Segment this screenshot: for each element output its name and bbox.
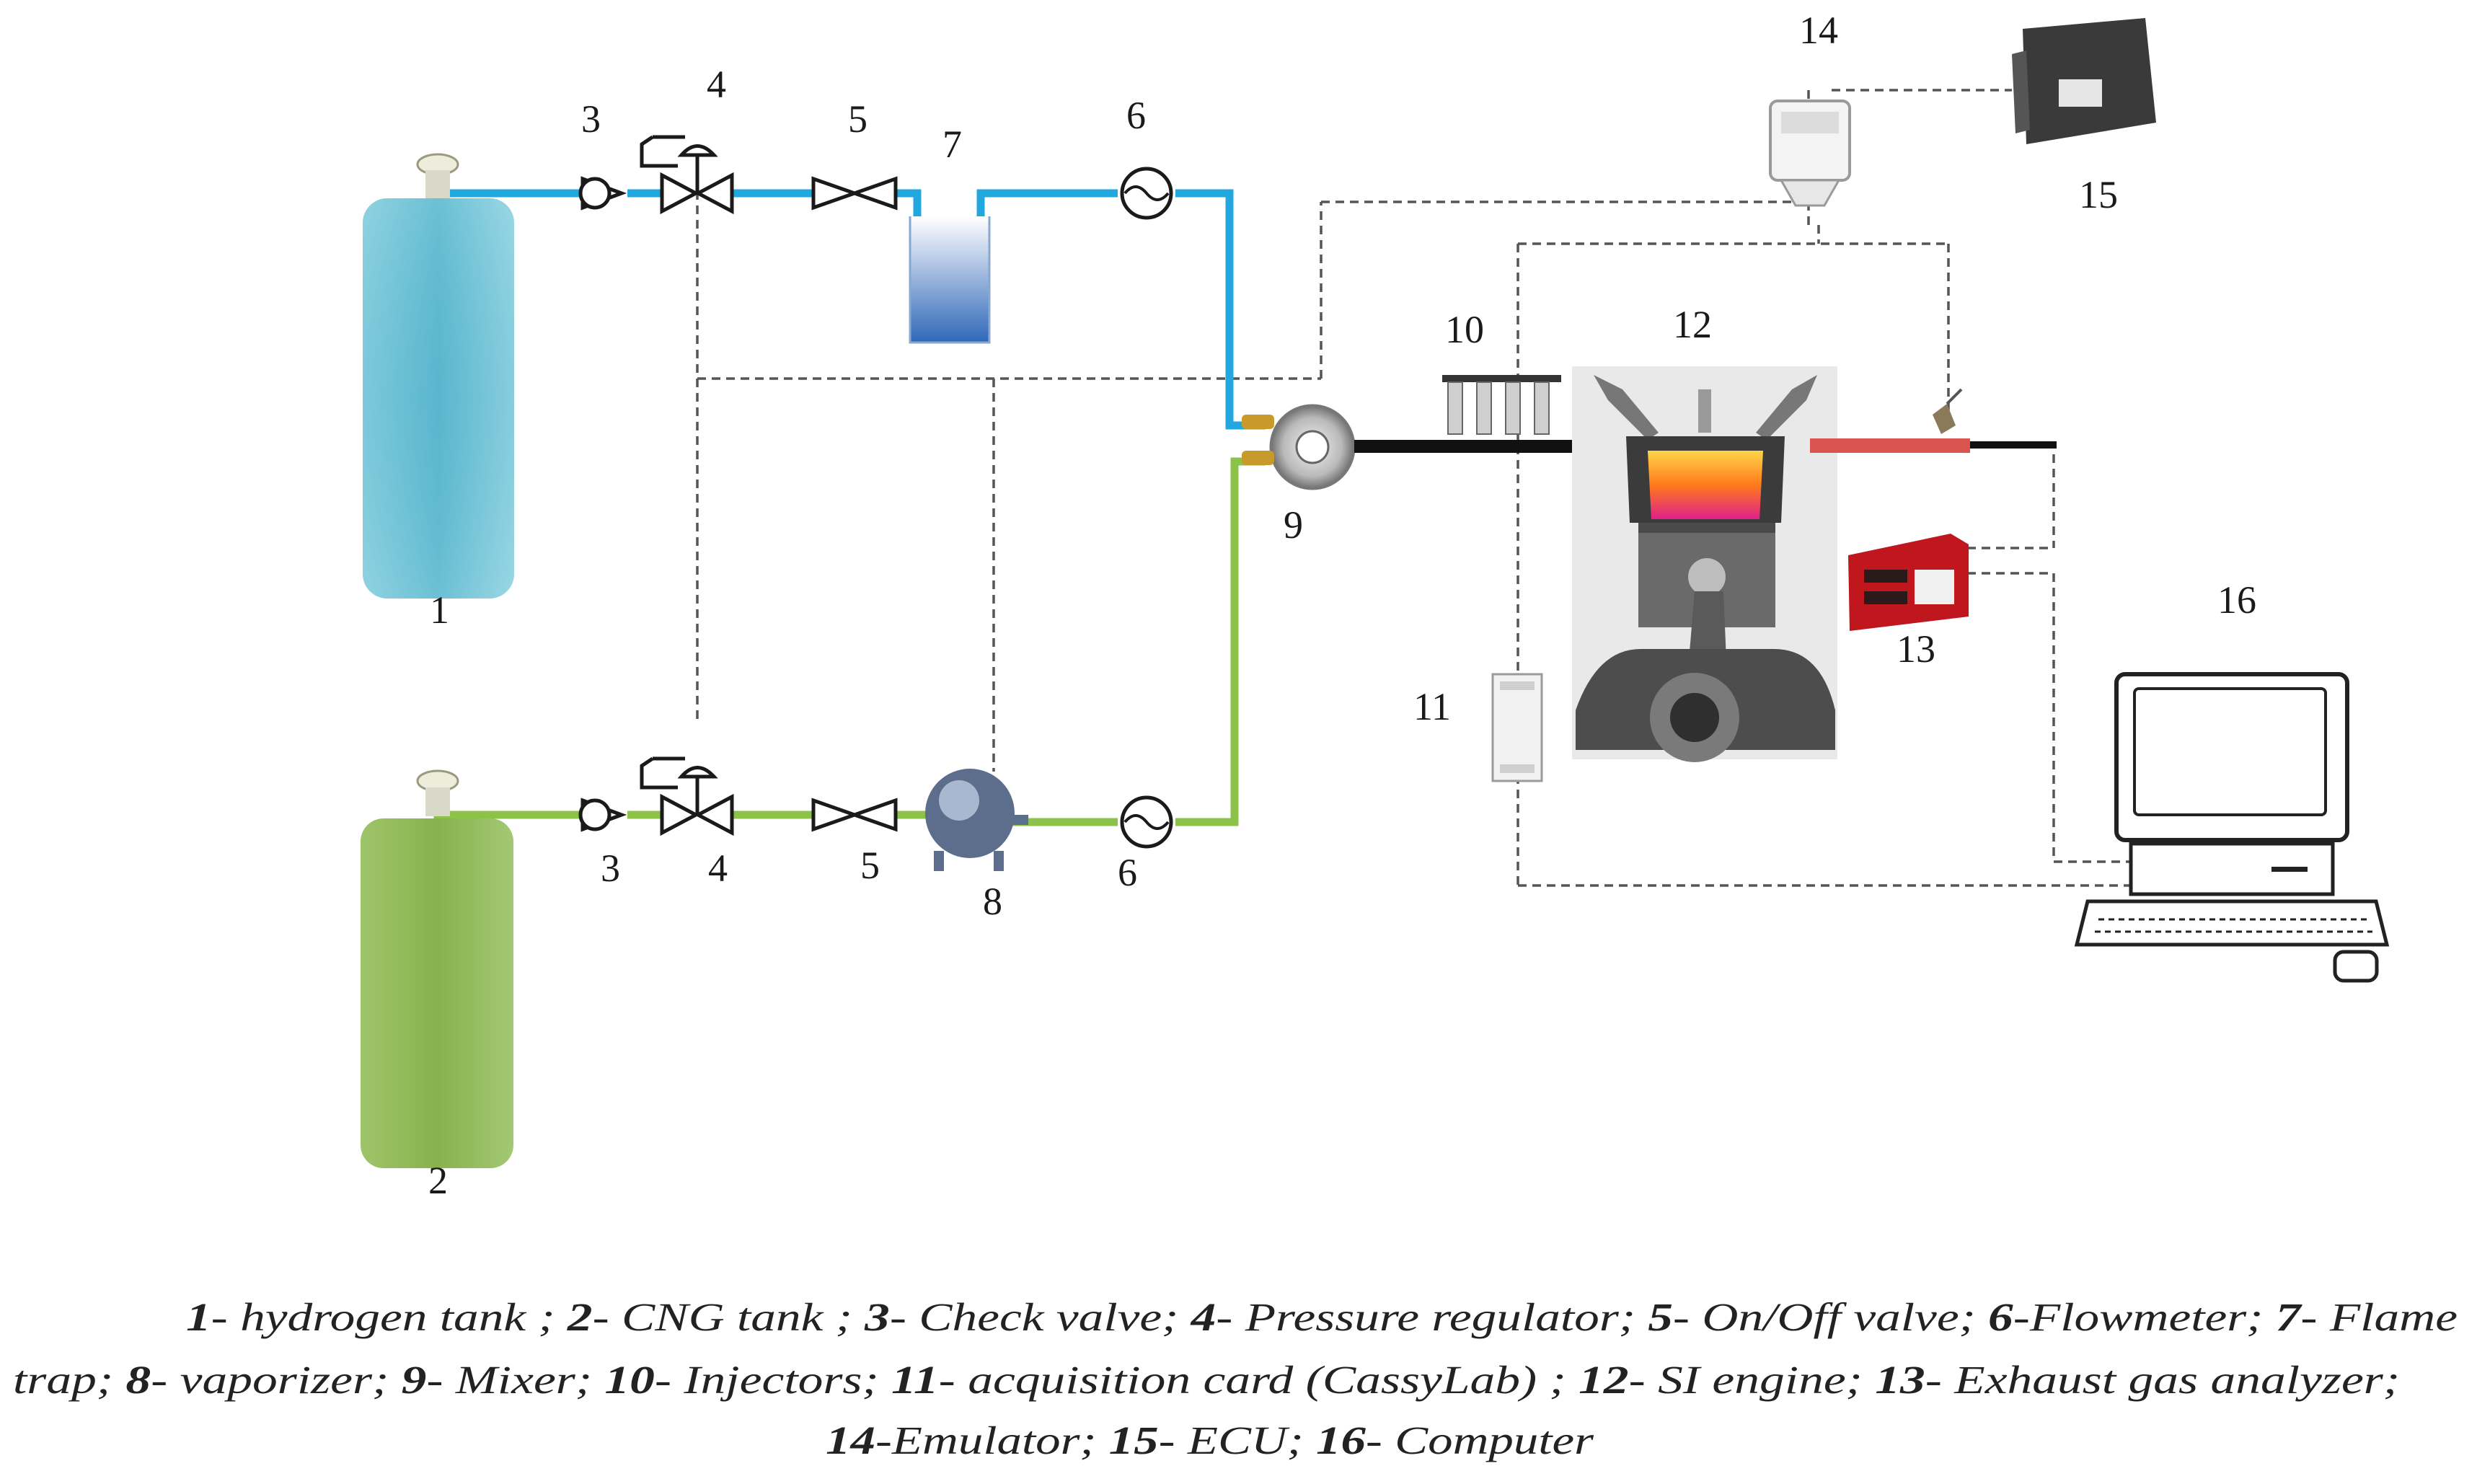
emulator-icon [1769,100,1851,207]
label-7: 7 [942,123,962,166]
label-10: 10 [1445,308,1484,351]
label-2: 2 [428,1159,448,1202]
label-3-bottom: 3 [601,847,620,890]
cng-line [433,457,1266,826]
caption-line-1: 1- hydrogen tank ; 2- CNG tank ; 3- Chec… [186,1295,2458,1339]
label-5-bottom: 5 [860,844,880,887]
label-16: 16 [2217,578,2256,622]
injectors-icon [1442,375,1561,435]
label-15: 15 [2079,173,2118,216]
label-11: 11 [1413,685,1451,728]
acquisition-card-icon [1491,673,1543,782]
intake-pipe [1354,440,1614,453]
label-4-bottom: 4 [708,847,728,890]
ecu-icon [2012,18,2156,144]
caption-line-3: 14-Emulator; 15- ECU; 16- Computer [826,1418,1594,1462]
computer-icon [2074,672,2390,983]
label-8: 8 [983,880,1002,923]
flame-trap-icon [909,216,991,344]
mixer-icon [1242,404,1356,490]
check-valve-icon [578,176,627,832]
pressure-regulator-icon [640,135,734,836]
si-engine-icon [1572,366,1837,762]
signal-lines [696,89,2156,887]
label-9: 9 [1284,503,1303,547]
figure-caption: 1- hydrogen tank ; 2- CNG tank ; 3- Chec… [13,1295,2458,1462]
hydrogen-tank [363,153,514,599]
label-4-top: 4 [707,63,726,106]
exhaust-gas-analyzer-icon [1848,534,1969,631]
cng-tank [361,769,513,1168]
vaporizer-icon [925,769,1028,871]
on-off-valve-icon [811,176,898,832]
exhaust-pipe [1810,388,2057,453]
label-1: 1 [430,588,449,632]
component-numbers: 1 2 3 4 5 7 6 3 4 5 8 6 9 10 11 12 13 14… [428,9,2256,1202]
flowmeter-icon [1120,167,1173,849]
label-3-top: 3 [581,97,601,141]
label-14: 14 [1799,9,1838,52]
label-12: 12 [1673,303,1712,346]
label-6-bottom: 6 [1118,851,1137,894]
label-13: 13 [1897,627,1935,671]
label-6-top: 6 [1126,94,1146,137]
caption-line-2: trap; 8- vaporizer; 9- Mixer; 10- Inject… [13,1358,2400,1402]
label-5-top: 5 [848,97,867,141]
